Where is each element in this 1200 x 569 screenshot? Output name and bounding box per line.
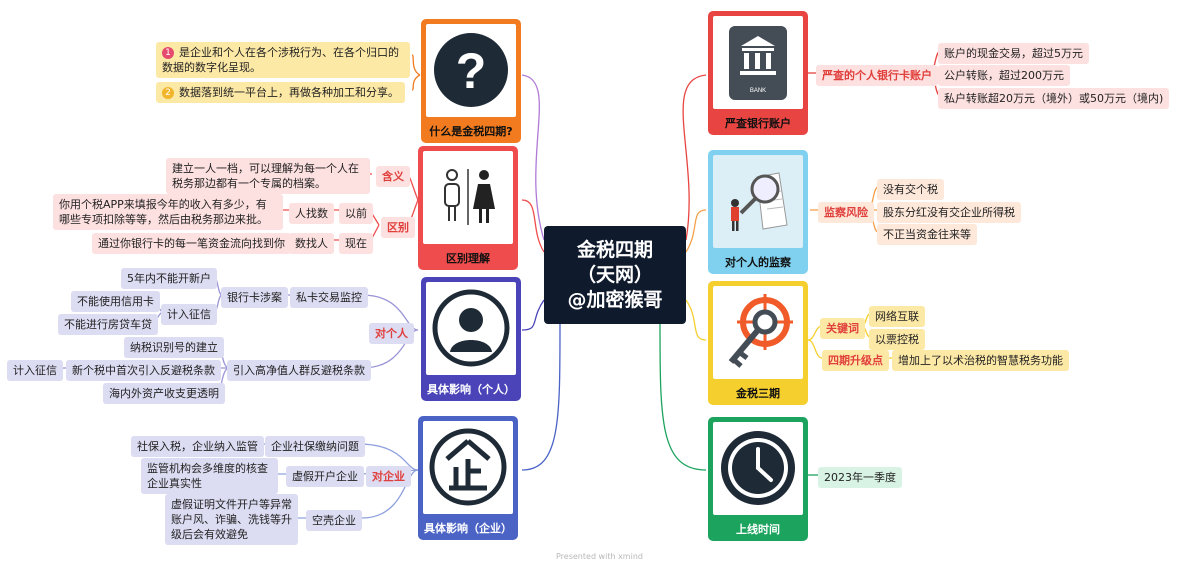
personal-bank-card-case[interactable]: 银行卡涉案 [221, 287, 288, 308]
personal-overseas-assets[interactable]: 海内外资产收支更透明 [103, 383, 225, 404]
personal-private-card[interactable]: 私卡交易监控 [290, 287, 368, 308]
diff-before-text[interactable]: 你用个税APP来填报今年的收入有多少，有哪些专项扣除等等，然后由税务那边来批。 [53, 194, 283, 230]
diff-meaning-text[interactable]: 建立一人一档，可以理解为每一个人在税务那边都有一个专属的档案。 [166, 158, 370, 194]
number-badge: 1 [162, 47, 174, 59]
gts3-keyword-network[interactable]: 网络互联 [869, 306, 925, 327]
diff-now-label[interactable]: 现在 [339, 233, 373, 254]
monitor-item-dividend[interactable]: 股东分红没有交企业所得税 [877, 202, 1021, 223]
gts3-keyword-label[interactable]: 关键词 [820, 318, 865, 339]
card-bank-accounts[interactable]: BANK 严查银行账户 [708, 11, 808, 135]
diff-label[interactable]: 区别 [381, 217, 415, 238]
card-difference[interactable]: 区别理解 [418, 146, 518, 270]
card-what-is-gts4[interactable]: ? 什么是金税四期? [421, 19, 521, 143]
card-caption: 具体影响（个人） [427, 383, 515, 396]
bank-item-cash[interactable]: 账户的现金交易，超过5万元 [938, 43, 1089, 64]
card-golden-tax-3[interactable]: 金税三期 [708, 281, 808, 405]
diff-before-label[interactable]: 以前 [339, 203, 373, 224]
personal-no-credit-card[interactable]: 不能使用信用卡 [71, 291, 160, 312]
card-caption: 上线时间 [736, 523, 780, 536]
gts3-upgrade-label[interactable]: 四期升级点 [822, 350, 889, 371]
diff-meaning-label[interactable]: 含义 [376, 166, 410, 187]
bank-item-private[interactable]: 私户转账超20万元（境外）或50万元（境内) [938, 88, 1170, 109]
what-item-text: 是企业和个人在各个涉税行为、在各个归口的数据的数字化呈现。 [162, 46, 399, 74]
card-launch-time[interactable]: 上线时间 [708, 417, 808, 541]
diff-now-text[interactable]: 通过你银行卡的每一笔资金流向找到你 [92, 233, 291, 254]
magnifier-document-icon [713, 155, 803, 248]
card-caption: 金税三期 [736, 387, 780, 400]
qi-character-icon [423, 421, 513, 514]
card-personal-impact[interactable]: 具体影响（个人） [421, 277, 521, 401]
person-and-person-icon [423, 151, 513, 244]
enterprise-shell-company[interactable]: 空壳企业 [306, 510, 362, 531]
personal-anti-avoidance[interactable]: 引入高净值人群反避税条款 [227, 360, 371, 381]
monitor-item-improper[interactable]: 不正当资金往来等 [877, 224, 977, 245]
card-caption: 严查银行账户 [725, 117, 791, 130]
monitor-item-no-tax[interactable]: 没有交个税 [877, 179, 944, 200]
personal-no-new-account[interactable]: 5年内不能开新户 [121, 268, 217, 289]
enterprise-social-text[interactable]: 社保入税，企业纳入监管 [131, 436, 264, 457]
central-title: 金税四期 [576, 238, 653, 261]
target-key-icon [713, 286, 803, 379]
svg-text:?: ? [456, 43, 487, 99]
enterprise-shell-text[interactable]: 虚假证明文件开户等异常账户风、诈骗、洗钱等升级后会有效避免 [165, 494, 298, 545]
diff-now-mode[interactable]: 数找人 [289, 233, 334, 254]
central-subtitle: （天网） [576, 263, 653, 286]
diff-before-mode[interactable]: 人找数 [289, 203, 334, 224]
footer-credit: Presented with xmind [556, 552, 643, 561]
personal-no-loan[interactable]: 不能进行房贷车贷 [58, 314, 158, 335]
gts3-upgrade-text[interactable]: 增加上了以术治税的智慧税务功能 [892, 350, 1069, 371]
what-item-2[interactable]: 2 数据落到统一平台上，再做各种加工和分享。 [156, 82, 405, 103]
personal-first-clause[interactable]: 新个税中首次引入反避税条款 [66, 360, 221, 381]
enterprise-social-security[interactable]: 企业社保缴纳问题 [265, 436, 365, 457]
bank-item-corporate[interactable]: 公户转账，超过200万元 [938, 65, 1070, 86]
bank-sign-text: BANK [750, 88, 766, 94]
number-badge: 2 [162, 87, 174, 99]
card-caption: 对个人的监察 [725, 256, 791, 269]
personal-tax-id[interactable]: 纳税识别号的建立 [124, 337, 224, 358]
clock-icon [713, 422, 803, 515]
card-enterprise-impact[interactable]: 具体影响（企业） [418, 416, 518, 540]
person-silhouette-icon [426, 282, 516, 375]
card-personal-monitoring[interactable]: 对个人的监察 [708, 150, 808, 274]
what-item-text: 数据落到统一平台上，再做各种加工和分享。 [179, 86, 399, 99]
enterprise-fake-text[interactable]: 监管机构会多维度的核查企业真实性 [141, 458, 278, 494]
card-caption: 什么是金税四期? [429, 125, 513, 138]
central-author: @加密猴哥 [567, 288, 663, 311]
monitor-label[interactable]: 监察风险 [818, 202, 874, 223]
personal-label[interactable]: 对个人 [369, 323, 414, 344]
question-mark-icon: ? [426, 24, 516, 117]
launch-time-label[interactable]: 2023年一季度 [818, 467, 902, 488]
personal-credit-record-2[interactable]: 计入征信 [7, 360, 63, 381]
bank-icon: BANK [713, 16, 803, 109]
gts3-keyword-invoice[interactable]: 以票控税 [869, 329, 925, 350]
personal-credit-record[interactable]: 计入征信 [161, 304, 217, 325]
bank-label[interactable]: 严查的个人银行卡账户 [816, 65, 938, 86]
enterprise-fake-account[interactable]: 虚假开户企业 [286, 466, 364, 487]
central-topic[interactable]: 金税四期 （天网） @加密猴哥 [544, 226, 686, 324]
card-caption: 区别理解 [446, 252, 490, 265]
card-caption: 具体影响（企业） [424, 522, 512, 535]
enterprise-label[interactable]: 对企业 [366, 466, 411, 487]
